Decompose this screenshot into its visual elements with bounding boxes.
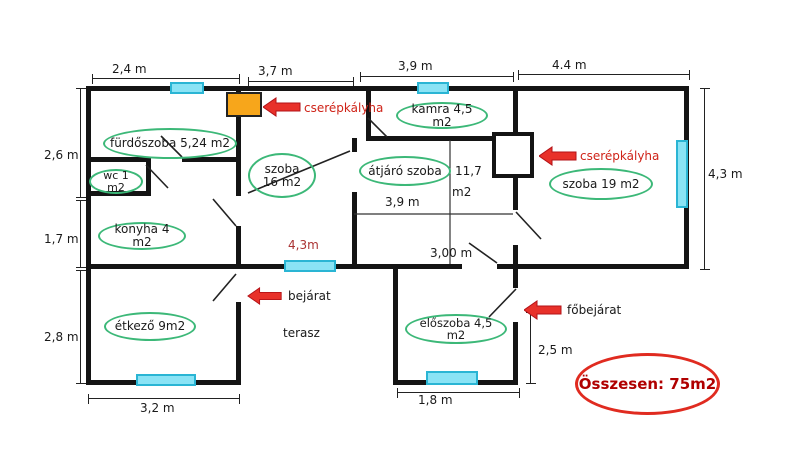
- wall-eloszoba-right-b: [513, 322, 518, 385]
- dim-label-right-1: 4,3 m: [708, 167, 743, 181]
- door-swing-atjaro: [468, 242, 498, 264]
- door-swing-etkezo: [212, 273, 237, 302]
- dim-label-left-3: 2,8 m: [44, 330, 79, 344]
- room-label-wc: wc 1 m2: [89, 169, 143, 194]
- room-label-text: konyha 4 m2: [114, 222, 170, 249]
- wall-wc-right: [146, 157, 151, 196]
- dim-label-top-2: 3,7 m: [258, 64, 293, 78]
- dim-label-atjaro-width: 3,9 m: [385, 195, 420, 209]
- wall-mid-horizontal-a: [86, 264, 462, 269]
- total-area-badge: Összesen: 75m2: [575, 353, 720, 415]
- dim-line-left-2: [76, 200, 86, 268]
- room-label-szoba19: szoba 19 m2: [549, 168, 653, 200]
- dim-line-right-1: [700, 88, 710, 270]
- dim-label-szoba16: 4,3m: [288, 238, 319, 252]
- dim-label-bottom-1: 3,2 m: [140, 401, 175, 415]
- room-label-terasz: terasz: [283, 326, 320, 340]
- room-label-atjaro: átjáró szoba: [359, 156, 451, 186]
- arrow-fobejarat: [524, 300, 562, 320]
- room-label-text: étkező 9m2: [114, 319, 186, 334]
- dim-label-left-2: 1,7 m: [44, 232, 79, 246]
- window-eloszoba: [426, 371, 478, 385]
- wall-c-upper: [352, 138, 357, 152]
- door-swing-wc: [145, 164, 169, 189]
- dim-line-bottom-1: [88, 394, 240, 404]
- wall-c-lower: [352, 192, 357, 269]
- wall-etkezo-right: [236, 302, 241, 385]
- atjaro-area-unit: m2: [452, 185, 472, 199]
- wall-left-outer: [86, 86, 91, 385]
- window-szoba19: [676, 140, 688, 208]
- dim-line-left-1: [76, 88, 86, 198]
- dim-label-left-1: 2,6 m: [44, 148, 79, 162]
- annotation-bejarat: bejárat: [288, 289, 331, 303]
- dim-label-atjaro-height: 3,00 m: [430, 246, 473, 260]
- room-label-text: előszoba 4,5 m2: [419, 315, 493, 342]
- room-label-konyha: konyha 4 m2: [98, 222, 186, 250]
- window-kamra: [417, 82, 449, 94]
- room-label-kamra: kamra 4,5 m2: [396, 102, 488, 129]
- dim-line-left-3: [76, 270, 86, 384]
- wall-a-lower: [236, 226, 241, 269]
- room-label-text: fürdőszoba 5,24 m2: [109, 136, 231, 151]
- room-label-furdoszoba: fürdőszoba 5,24 m2: [103, 128, 237, 159]
- tile-stove-szoba19: [492, 132, 534, 178]
- door-swing-konyha: [212, 198, 237, 227]
- room-label-text: szoba 19 m2: [562, 176, 640, 191]
- door-swing-szoba19: [515, 211, 542, 240]
- dim-label-top-3: 3,9 m: [398, 59, 433, 73]
- wall-mid-horizontal-b: [497, 264, 689, 269]
- room-label-etkezo: étkező 9m2: [104, 312, 196, 341]
- wall-eloszoba-left: [393, 264, 398, 385]
- room-label-eloszoba: előszoba 4,5 m2: [405, 314, 507, 344]
- dim-label-bottom-2: 1,8 m: [418, 393, 453, 407]
- room-label-szoba16: szoba 16 m2: [248, 153, 316, 198]
- window-szoba16: [284, 260, 336, 272]
- dim-label-top-4: 4.4 m: [552, 58, 587, 72]
- room-label-text: kamra 4,5 m2: [411, 101, 473, 129]
- room-label-text: átjáró szoba: [368, 163, 442, 178]
- wall-bathroom-bottom-a: [86, 157, 150, 162]
- window-bathroom: [170, 82, 204, 94]
- room-label-text: szoba 16 m2: [262, 161, 302, 189]
- door-swing-kamra: [367, 117, 388, 138]
- arrow-bejarat: [247, 287, 282, 305]
- wall-a-upper: [236, 86, 241, 196]
- dim-line-top-4: [518, 70, 690, 80]
- dim-label-top-1: 2,4 m: [112, 62, 147, 76]
- wall-bathroom-bottom-b: [182, 157, 241, 162]
- window-etkezo: [136, 374, 196, 386]
- annotation-cserepkalyha-top: cserépkályha: [304, 101, 384, 115]
- annotation-fobejarat: főbejárat: [567, 303, 622, 317]
- dim-line-top-2: [248, 77, 354, 87]
- arrow-cserepkalyha-right: [539, 146, 577, 166]
- dim-line-bottom-2: [397, 388, 520, 398]
- wall-eloszoba-right-a: [513, 269, 518, 288]
- dim-line-top-1: [92, 74, 240, 84]
- atjaro-area-value: 11,7: [455, 164, 482, 178]
- wall-top: [86, 86, 689, 91]
- wall-d-lower: [513, 245, 518, 269]
- room-label-text: wc 1 m2: [103, 168, 129, 194]
- total-area-text: Összesen: 75m2: [578, 375, 717, 393]
- dim-line-top-3: [360, 72, 514, 82]
- wall-kamra-left: [366, 86, 371, 140]
- arrow-cserepkalyha-top: [263, 97, 301, 117]
- tile-stove-orange: [226, 92, 262, 117]
- door-swing-eloszoba: [488, 288, 517, 318]
- dim-label-right-2: 2,5 m: [538, 343, 573, 357]
- wall-kamra-bottom: [366, 136, 516, 141]
- annotation-cserepkalyha-right: cserépkályha: [580, 149, 660, 163]
